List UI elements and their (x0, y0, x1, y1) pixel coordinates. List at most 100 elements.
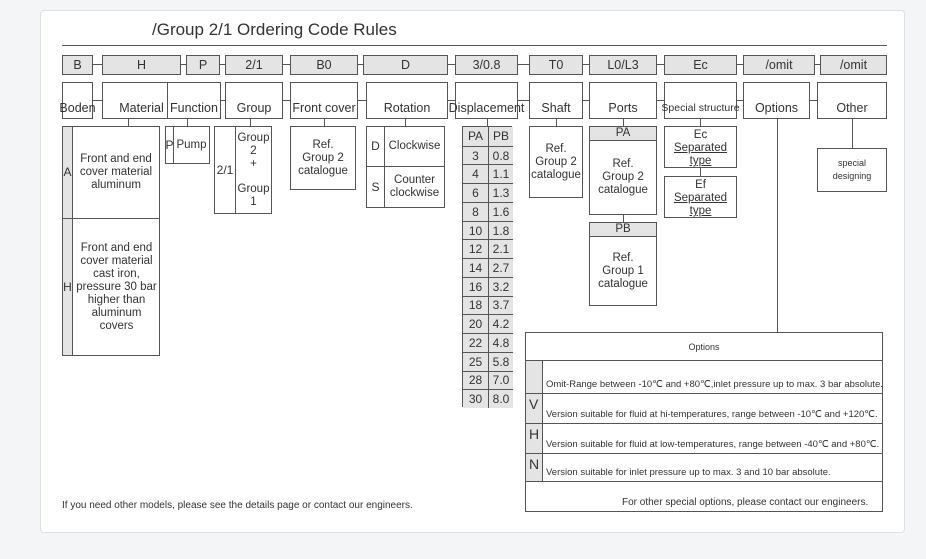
label-box-10: Options (743, 82, 810, 119)
code-box-5: D (363, 55, 448, 75)
title-underline (62, 45, 887, 46)
label-box-4: Front cover (290, 82, 358, 119)
ports-pb-header: PB (589, 222, 657, 237)
options-title: Options (688, 341, 720, 352)
displacement-cell: 4.8 (488, 333, 513, 352)
ports-pa-header: PA (589, 126, 657, 141)
rotation-s-box: S Counter clockwise (366, 166, 445, 208)
rotation-d-box: D Clockwise (366, 126, 445, 167)
connector (700, 119, 701, 126)
displacement-cell: 30 (463, 389, 488, 408)
options-footer: For other special options, please contac… (622, 497, 869, 508)
options-row-text: Version suitable for fluid at hi-tempera… (546, 409, 878, 420)
displacement-cell: 3.7 (488, 295, 513, 315)
connector (700, 168, 701, 176)
code-box-9: Ec (664, 55, 737, 75)
code-box-4: B0 (290, 55, 358, 75)
displacement-header: PB (488, 127, 513, 146)
special-ec-box: Ec Separated type (664, 126, 737, 168)
code-box-11: /omit (820, 55, 887, 75)
code-box-8: L0/L3 (589, 55, 657, 75)
group-text-1: Group 2 (237, 131, 270, 157)
options-row-code: H (529, 426, 540, 442)
displacement-cell: 20 (463, 314, 488, 334)
connector (250, 119, 251, 126)
connector (623, 119, 624, 126)
other-box: special designing (817, 148, 887, 192)
options-row-text: Omit-Range between -10℃ and +80℃,inlet p… (546, 379, 883, 390)
function-code: P (166, 127, 174, 163)
displacement-cell: 28 (463, 370, 488, 390)
options-connector (777, 119, 778, 332)
label-box-6: Displacement (449, 82, 524, 119)
options-code-column (526, 360, 543, 481)
material-h-box: H Front and end cover material cast iron… (62, 218, 160, 356)
code-box-6: 3/0.8 (455, 55, 518, 75)
displacement-cell: 1.6 (488, 201, 513, 221)
displacement-cell: 3.2 (488, 276, 513, 296)
ports-pa-box: Ref. Group 2 catalogue (589, 140, 657, 215)
ports-pb-box: Ref. Group 1 catalogue (589, 236, 657, 306)
displacement-cell: 1.8 (488, 220, 513, 240)
connector (852, 119, 853, 148)
displacement-cell: 10 (463, 220, 488, 240)
displacement-cell: 18 (463, 295, 488, 315)
group-plus: + (250, 157, 257, 170)
special-ec-code: Ec (693, 129, 708, 141)
connector (623, 215, 624, 222)
options-row-code: V (529, 396, 539, 412)
special-ef-text: Separated type (673, 192, 728, 217)
material-h-code: H (63, 219, 73, 355)
displacement-cell: 2.1 (488, 239, 513, 259)
label-box-5: Rotation (366, 82, 448, 119)
function-text: Pump (176, 138, 207, 151)
displacement-cell: 6 (463, 183, 488, 202)
displacement-cell: 14 (463, 258, 488, 277)
code-box-0: B (62, 55, 93, 75)
displacement-cell: 1.3 (488, 183, 513, 202)
connector (324, 119, 325, 126)
displacement-cell: 4 (463, 164, 488, 184)
group-box: 2/1 Group 2 + Group 1 (214, 126, 272, 214)
displacement-cell: 22 (463, 333, 488, 352)
material-a-code: A (63, 127, 73, 218)
displacement-cell: 4.2 (488, 314, 513, 334)
group-code: 2/1 (215, 127, 236, 213)
material-a-box: A Front and end cover material aluminum (62, 126, 160, 219)
code-box-10: /omit (743, 55, 815, 75)
code-box-2: P (186, 55, 220, 75)
label-box-8: Ports (589, 82, 657, 119)
connector (487, 119, 488, 126)
displacement-cell: 25 (463, 351, 488, 371)
displacement-cell: 3 (463, 145, 488, 165)
code-box-7: T0 (529, 55, 583, 75)
options-row: V Version suitable for fluid at hi-temper… (526, 393, 882, 423)
displacement-cell: 0.8 (488, 145, 513, 165)
special-ef-box: Ef Separated type (664, 176, 737, 218)
code-box-3: 2/1 (225, 55, 283, 75)
options-row: Omit-Range between -10℃ and +80℃,inlet p… (526, 360, 883, 393)
displacement-cell: 16 (463, 276, 488, 296)
displacement-header: PA (463, 127, 488, 146)
material-a-text: Front and end cover material aluminum (79, 153, 153, 191)
function-box: P Pump (165, 126, 210, 164)
rotation-s-code: S (367, 167, 385, 207)
group-text-2: Group 1 (237, 182, 270, 208)
special-ec-text: Separated type (673, 142, 728, 167)
rotation-d-text: Clockwise (388, 140, 441, 152)
displacement-cell: 7.0 (488, 370, 513, 390)
material-h-text: Front and end cover material cast iron, … (76, 241, 157, 332)
options-row-text: Version suitable for inlet pressure up t… (546, 467, 831, 478)
diagram-title: /Group 2/1 Ordering Code Rules (152, 20, 397, 39)
connector (556, 119, 557, 126)
displacement-cell: 12 (463, 239, 488, 259)
rotation-d-code: D (367, 127, 385, 166)
connector (128, 119, 129, 126)
code-box-1: H (102, 55, 181, 75)
front-cover-box: Ref. Group 2 catalogue (290, 126, 356, 190)
displacement-cell: 5.8 (488, 351, 513, 371)
rotation-s-text: Counter clockwise (389, 174, 440, 199)
